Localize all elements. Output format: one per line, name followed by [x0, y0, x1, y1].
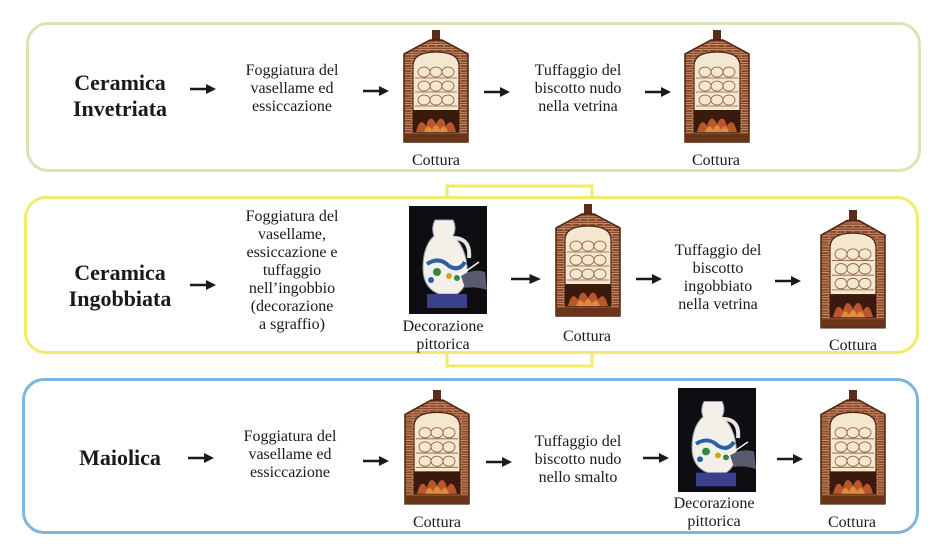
- arrow-right-icon: [643, 452, 669, 464]
- arrow-right-icon: [636, 273, 662, 285]
- row-label-maiolica: Maiolica: [79, 445, 161, 470]
- arrow-right-icon: [188, 452, 214, 464]
- arrow-right-icon: [511, 273, 541, 285]
- arrow-right-icon: [363, 85, 389, 97]
- panel-ingobbiata: [24, 196, 919, 354]
- jug-painting-icon: [678, 388, 756, 492]
- caption-cottura-1-ingobbiata: Cottura: [563, 328, 611, 345]
- step-foggiatura-ingobbiata: Foggiatura del vasellame, essiccazione e…: [245, 208, 339, 333]
- caption-cottura-2-maiolica: Cottura: [828, 514, 876, 531]
- caption-cottura-2-ingobbiata: Cottura: [829, 337, 877, 354]
- kiln-icon: [400, 30, 472, 148]
- arrow-right-icon: [486, 456, 512, 468]
- jug-painting-icon: [409, 206, 487, 314]
- caption-cottura-2-invetriata: Cottura: [692, 152, 740, 169]
- row-label-ingobbiata: Ceramica Ingobbiata: [68, 260, 172, 311]
- arrow-right-icon: [645, 86, 671, 98]
- step-tuffaggio-invetriata: Tuffaggio del biscotto nudo nella vetrin…: [534, 62, 622, 115]
- row-label-invetriata: Ceramica Invetriata: [72, 70, 168, 121]
- caption-decorazione-maiolica: Decorazione pittorica: [673, 495, 755, 530]
- step-tuffaggio-maiolica: Tuffaggio del biscotto nudo nello smalto: [534, 433, 622, 486]
- kiln-icon: [817, 210, 889, 334]
- kiln-icon: [817, 390, 889, 510]
- step-foggiatura-invetriata: Foggiatura del vasellame ed essiccazione: [245, 62, 339, 115]
- caption-decorazione-ingobbiata: Decorazione pittorica: [402, 318, 484, 353]
- kiln-icon: [401, 390, 473, 510]
- step-tuffaggio-ingobbiata: Tuffaggio del biscotto ingobbiato nella …: [674, 242, 762, 313]
- arrow-right-icon: [775, 275, 801, 287]
- caption-cottura-1-maiolica: Cottura: [413, 514, 461, 531]
- kiln-icon: [681, 30, 753, 148]
- arrow-right-icon: [190, 279, 216, 291]
- panel-invetriata: [26, 22, 921, 172]
- arrow-right-icon: [190, 83, 216, 95]
- kiln-icon: [552, 204, 624, 322]
- arrow-right-icon: [484, 86, 510, 98]
- caption-cottura-1-invetriata: Cottura: [412, 152, 460, 169]
- arrow-right-icon: [363, 455, 389, 467]
- step-foggiatura-maiolica: Foggiatura del vasellame ed essiccazione: [243, 428, 337, 481]
- panel-maiolica: [22, 378, 919, 534]
- arrow-right-icon: [777, 453, 803, 465]
